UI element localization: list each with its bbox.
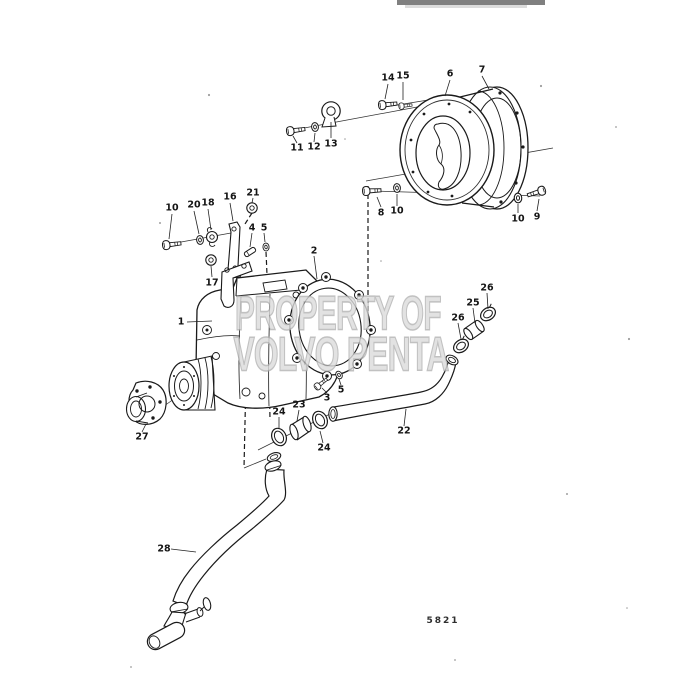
part-washer-12 [310, 121, 320, 133]
part-nut-17 [205, 254, 217, 266]
part-hose-22 [328, 354, 459, 422]
scan-artifact [397, 0, 545, 8]
callout-17: 17 [205, 277, 219, 289]
hose-align-line [243, 458, 267, 469]
callout-15: 15 [396, 70, 410, 82]
callout-5a: 5 [260, 222, 268, 234]
callout-21: 21 [246, 187, 260, 199]
callout-13: 13 [324, 138, 338, 150]
part-washer-10b [392, 182, 402, 194]
callout-24b: 24 [317, 442, 331, 454]
callout-leader-lines [141, 75, 540, 553]
part-clamp-18 [205, 227, 219, 247]
callout-24a: 24 [272, 406, 286, 418]
callout-10b: 10 [390, 205, 404, 217]
callout-18: 18 [201, 197, 215, 209]
part-flange-27 [125, 380, 167, 425]
callout-23: 23 [292, 399, 306, 411]
callout-8: 8 [377, 207, 385, 219]
part-mounting-plate [220, 261, 253, 308]
callout-25: 25 [466, 297, 480, 309]
part-washer-20 [195, 234, 205, 246]
part-washer-5a [262, 242, 270, 252]
callout-26b: 26 [451, 312, 465, 324]
callout-28: 28 [157, 543, 171, 555]
callout-3: 3 [323, 392, 331, 404]
part-hose-28 [146, 451, 287, 651]
callout-6: 6 [446, 68, 454, 80]
part-bolt-10a [161, 238, 182, 251]
callout-12: 12 [307, 141, 321, 153]
callout-5b: 5 [337, 384, 345, 396]
callout-7: 7 [478, 64, 486, 76]
part-sleeve-23 [289, 415, 312, 441]
part-bell-housing [399, 86, 529, 210]
callout-10c: 10 [511, 213, 525, 225]
part-bolt-8 [361, 185, 382, 197]
callout-16: 16 [223, 191, 237, 203]
part-bolt-11 [285, 124, 306, 137]
part-oring-24b [312, 410, 328, 430]
callout-4: 4 [248, 222, 256, 234]
callout-2: 2 [310, 245, 318, 257]
callout-9: 9 [533, 211, 541, 223]
part-pin-4 [243, 246, 257, 258]
part-lifting-eye [321, 101, 341, 128]
part-bolt-9 [525, 184, 548, 201]
part-coupling-drum [168, 355, 216, 411]
paper-specks [130, 84, 631, 668]
figure-number: 5821 [426, 616, 460, 626]
part-nut-21 [246, 202, 258, 214]
callout-20: 20 [187, 199, 201, 211]
part-oring-24a [271, 427, 287, 447]
callout-11: 11 [290, 142, 304, 154]
part-sleeve-25 [463, 319, 485, 341]
part-bolt-14 [377, 98, 398, 111]
watermark-line-2: VOLVO PENTA [233, 328, 450, 383]
callout-27: 27 [135, 431, 149, 443]
part-washer-10c [513, 192, 523, 204]
watermark-line-1: PROPERTY OF [235, 287, 443, 342]
callout-22: 22 [397, 425, 411, 437]
callout-14: 14 [381, 72, 395, 84]
part-gasket [284, 272, 376, 381]
callout-10a: 10 [165, 202, 179, 214]
callout-1: 1 [177, 316, 185, 328]
callout-26a: 26 [480, 282, 494, 294]
